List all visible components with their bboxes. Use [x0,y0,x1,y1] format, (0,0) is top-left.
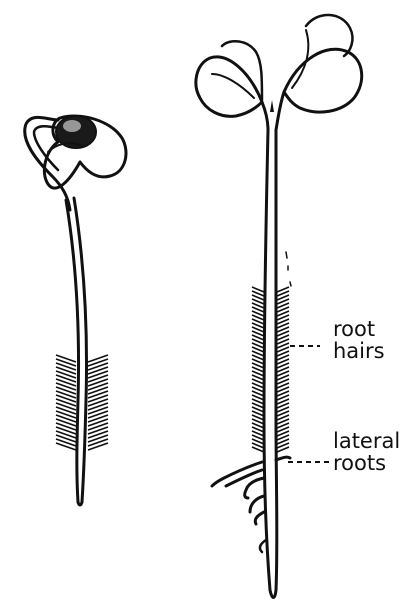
root-hair [88,443,108,450]
root-hair [88,387,108,394]
root-hair [56,383,76,390]
root-hair [88,435,108,442]
root-hair [88,371,108,378]
root-hair [56,419,76,426]
older-root-hairs [252,287,289,452]
root-hair [56,439,76,446]
root-hair [56,427,76,434]
root-hair [56,371,76,378]
root-hair [88,355,108,362]
root-hair [56,411,76,418]
young-root-tip [78,502,82,505]
faint-marks [286,252,291,286]
root-hair [56,403,76,410]
lateral-root-lower [260,540,266,552]
root-hair [56,395,76,402]
seed-coat-highlight [63,120,81,132]
root-hair [88,419,108,426]
right-cotyledon-vein [292,30,308,88]
root-hair [88,391,108,398]
root-hair [88,439,108,446]
root-hair [56,363,76,370]
lateral-root-right [276,457,290,460]
root-hair [88,427,108,434]
root-hair [56,355,76,362]
root-hair [56,423,76,430]
root-hair [56,443,76,450]
root-hair [88,399,108,406]
root-hair [88,379,108,386]
root-hair [56,387,76,394]
root-hair [88,383,108,390]
label-root-hairs-line1: root [333,318,385,340]
root-hair [88,423,108,430]
root-hair [56,407,76,414]
label-lateral-roots-line2: roots [333,452,400,474]
root-hair [88,415,108,422]
older-seedling [196,15,362,598]
root-hair [88,395,108,402]
lateral-root-left-mid [245,478,264,498]
root-hair [56,431,76,438]
root-hair [88,407,108,414]
lateral-root-left-small [250,496,264,512]
root-hair [88,403,108,410]
lateral-root-left-tiny [255,512,264,524]
older-stem-right-edge [276,130,277,590]
young-seedling [25,116,126,505]
label-root-hairs-line2: hairs [333,340,385,362]
lateral-root-left-long-lower [226,470,262,486]
young-root-hairs [56,355,108,450]
older-stem-left-edge [264,130,270,590]
root-hair [56,399,76,406]
label-lateral-roots-line1: lateral [333,430,400,452]
young-stem-left-edge [66,200,79,502]
right-petiole [276,92,284,130]
left-cotyledon [196,57,262,116]
label-root-hairs: root hairs [333,318,385,362]
root-hair [88,359,108,366]
root-hair [88,431,108,438]
older-root-tip [270,590,276,598]
root-hair [88,367,108,374]
root-hair [88,411,108,418]
right-cotyledon [284,49,362,112]
shoot-tip [270,100,274,112]
root-hair [56,359,76,366]
root-hair [56,367,76,374]
root-hair [56,379,76,386]
label-lateral-roots: lateral roots [333,430,400,474]
root-hair [88,375,108,382]
root-hair [56,415,76,422]
root-hair [56,435,76,442]
root-hair [88,363,108,370]
root-hair [56,375,76,382]
root-hair [56,391,76,398]
left-petiole [262,102,268,130]
